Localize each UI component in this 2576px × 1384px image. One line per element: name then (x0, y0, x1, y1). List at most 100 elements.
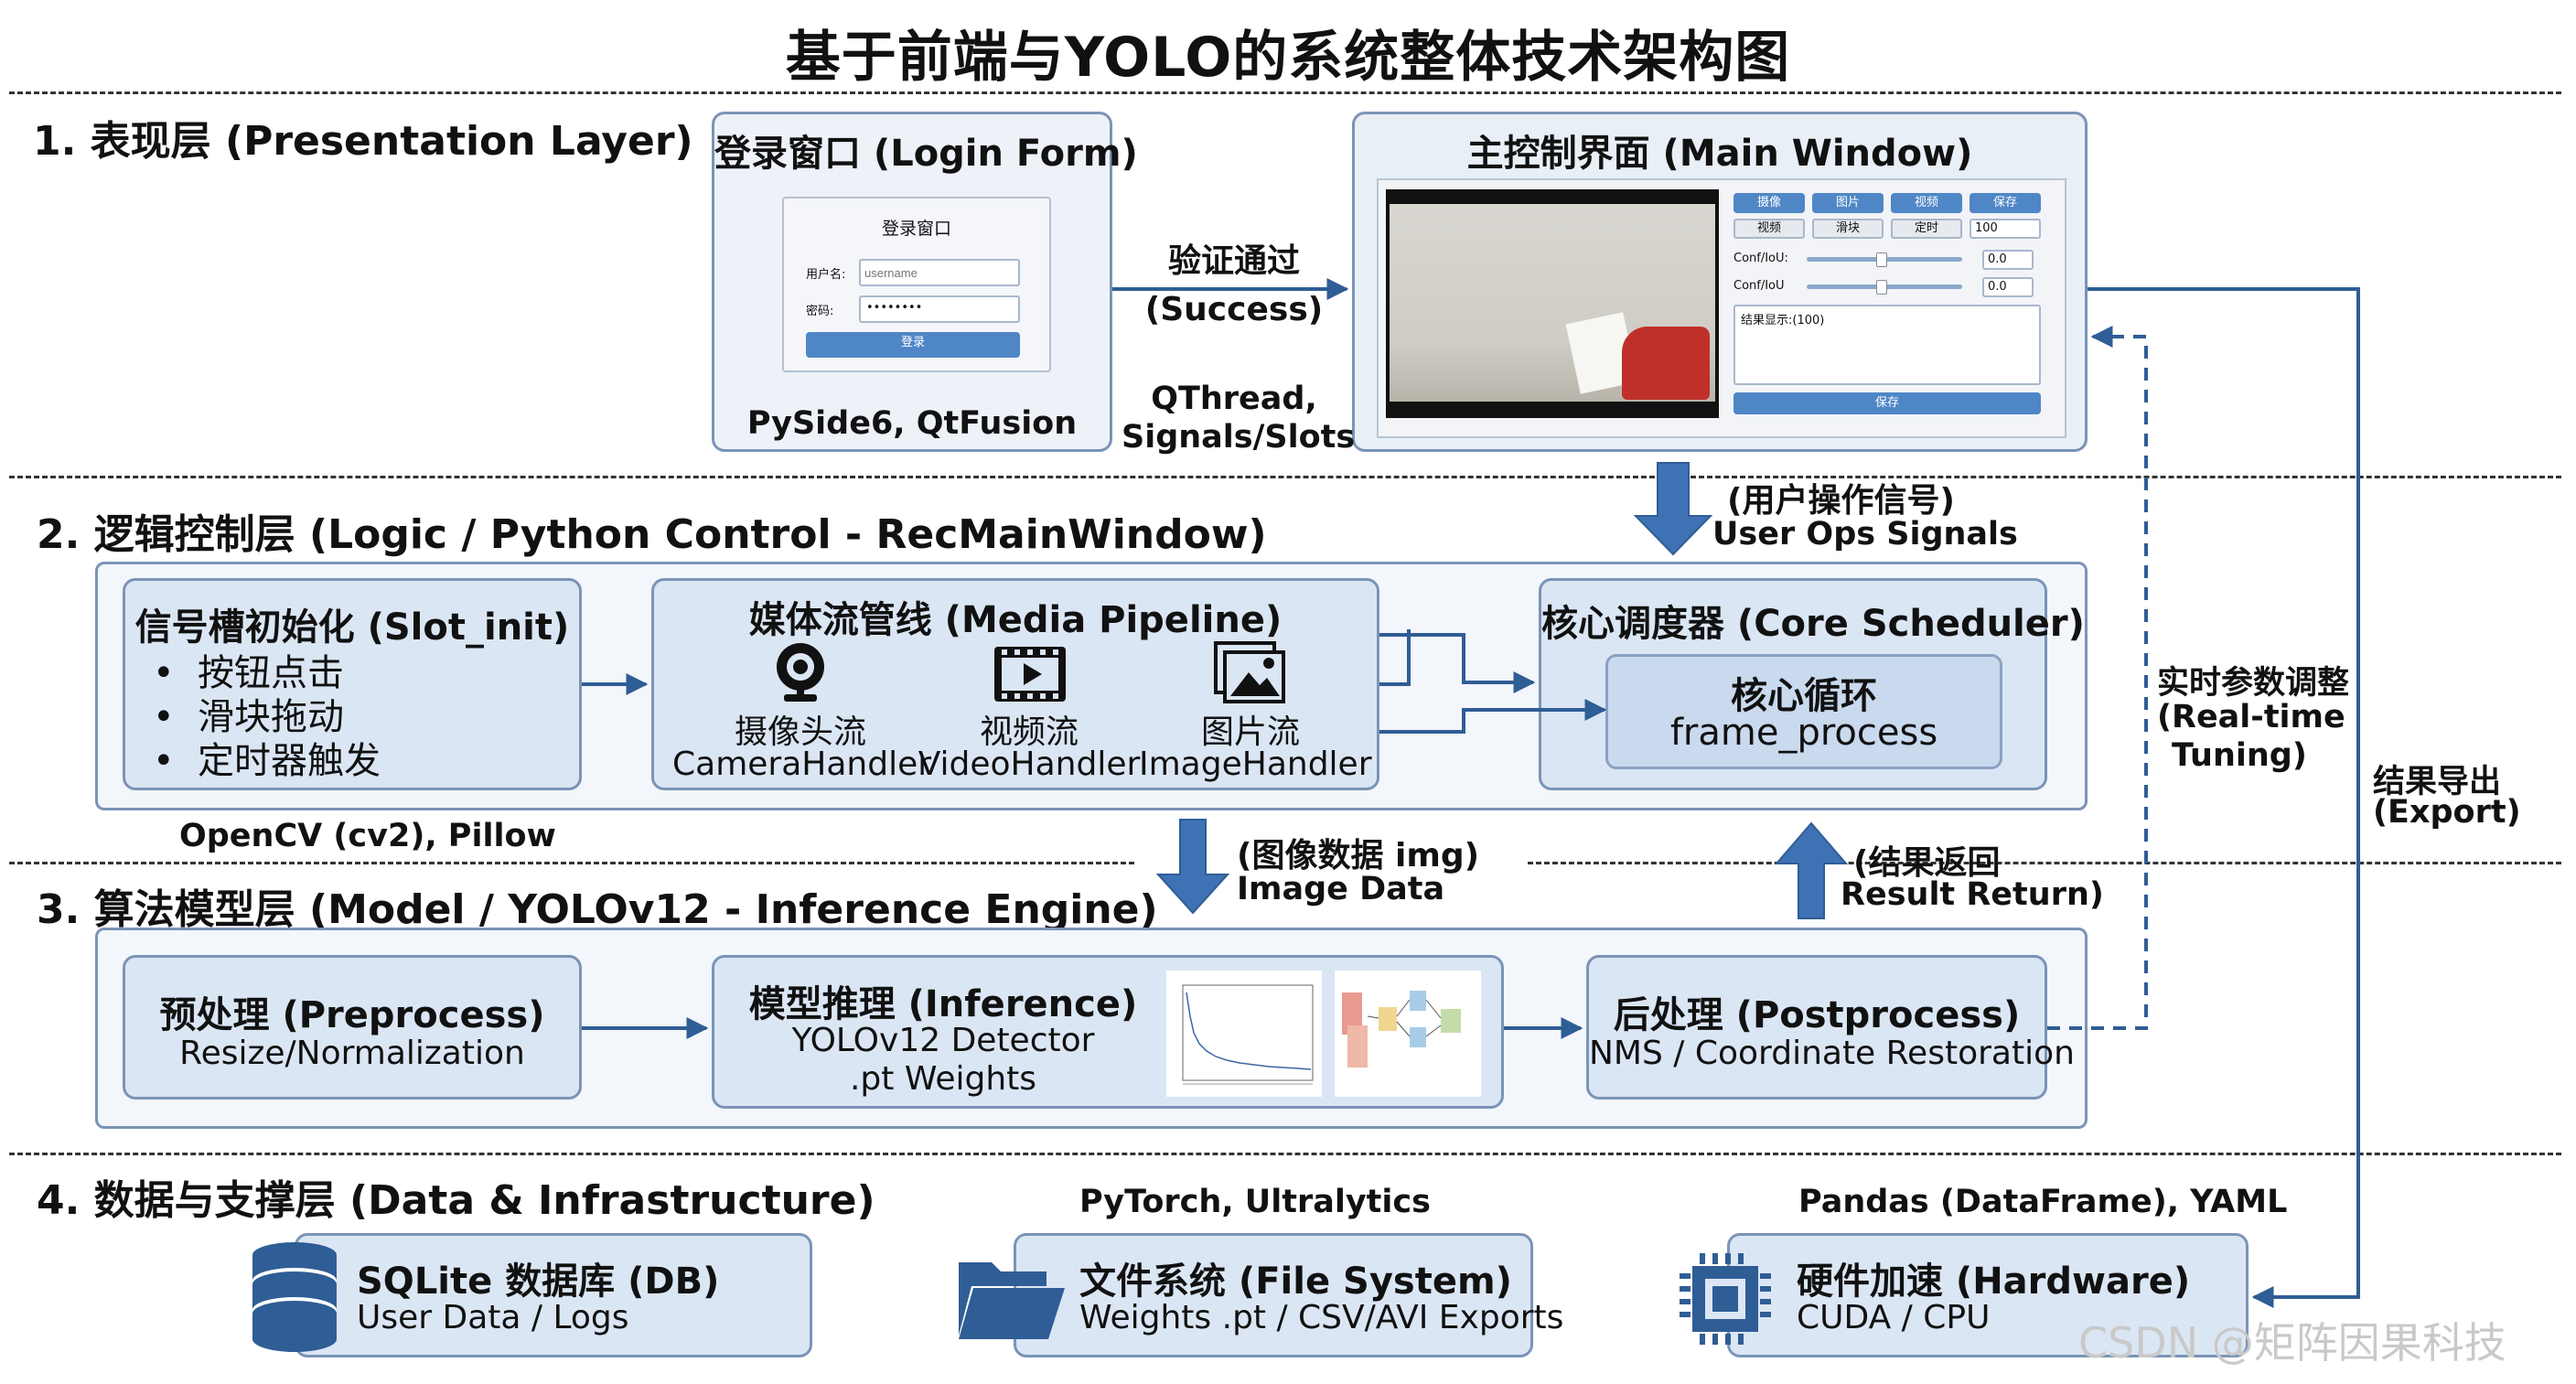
layer-title-logic: 2. 逻辑控制层 (Logic / Python Control - RecMa… (37, 511, 1267, 558)
mw-select[interactable]: 100 (1970, 219, 2041, 239)
slot-item-2-text: 滑块拖动 (198, 696, 345, 738)
main-window-panel: 主控制界面 (Main Window) 摄像 图片 视频 保存 视频 滑块 定时… (1352, 112, 2088, 452)
arrow-media-to-scheduler-3 (1379, 699, 1607, 734)
login-form-panel: 登录窗口 (Login Form) 登录窗口 用户名: 密码: ••••••••… (712, 112, 1138, 452)
edge-export-cn: 结果导出 (2373, 764, 2502, 800)
cpu-chip-icon (1680, 1253, 1771, 1345)
logic-tech-label: OpenCV (cv2), Pillow (179, 818, 556, 854)
mw-btn-7[interactable]: 定时 (1891, 219, 1962, 239)
mw-btn-3[interactable]: 视频 (1891, 193, 1962, 213)
edge-image-data-cn: (图像数据 img) (1237, 837, 1480, 874)
edge-result-cn: (结果返回 (1853, 844, 2001, 882)
separator-logic-model-left (9, 862, 1134, 864)
media-item-1-cn: 摄像头流 (734, 713, 866, 751)
video-display (1386, 189, 1719, 418)
edge-realtime-en2: Tuning) (2172, 737, 2307, 774)
mw-btn-6[interactable]: 滑块 (1812, 219, 1884, 239)
conf-label-1: Conf/IoU: (1733, 252, 1788, 265)
edge-user-ops-cn: (用户操作信号) (1727, 482, 1955, 520)
fs-sub: Weights .pt / CSV/AVI Exports (1079, 1299, 1564, 1336)
mw-btn-5[interactable]: 视频 (1733, 219, 1805, 239)
slot-item-1-text: 按钮点击 (198, 652, 345, 694)
diagram-title: 基于前端与YOLO的系统整体技术架构图 (785, 26, 1791, 90)
inference-sub-1: YOLOv12 Detector (791, 1022, 1095, 1059)
hardware-box (1727, 1233, 2249, 1357)
arrow-media-to-scheduler-2 (1379, 629, 1411, 686)
slot-item-1: • 按钮点击 (153, 652, 345, 694)
media-item-3-cn: 图片流 (1200, 713, 1300, 751)
edge-success-en: (Success) (1144, 291, 1324, 328)
folder-icon (959, 1262, 1065, 1339)
loss-curve-thumbnail (1166, 971, 1322, 1097)
conf-value-2[interactable]: 0.0 (1982, 277, 2034, 297)
separator-presentation-logic (9, 476, 2561, 478)
login-button[interactable]: 登录 (806, 332, 1020, 358)
media-item-3-en: ImageHandler (1139, 746, 1372, 783)
edge-result-en: Result Return) (1841, 876, 2104, 913)
core-scheduler-box: 核心调度器 (Core Scheduler) 核心循环 frame_proces… (1539, 578, 2085, 790)
core-loop-title: 核心循环 (1731, 675, 1877, 717)
edge-realtime-cn: 实时参数调整 (2157, 665, 2350, 702)
edge-image-data-en: Image Data (1237, 871, 1445, 907)
layer-title-presentation: 1. 表现层 (Presentation Layer) (33, 118, 693, 165)
video-frame-person (1622, 327, 1710, 400)
separator-model-data (9, 1153, 2561, 1155)
inference-box: 模型推理 (Inference) YOLOv12 Detector .pt We… (712, 955, 1504, 1109)
db-title: SQLite 数据库 (DB) (357, 1261, 720, 1303)
mw-btn-2[interactable]: 图片 (1812, 193, 1884, 213)
arrow-result-up (1774, 821, 1849, 919)
preprocess-box: 预处理 (Preprocess) Resize/Normalization (123, 955, 582, 1100)
conf-value-1[interactable]: 0.0 (1982, 250, 2034, 270)
media-pipeline-title: 媒体流管线 (Media Pipeline) (748, 599, 1283, 641)
slot-init-box: 信号槽初始化 (Slot_init) • 按钮点击 • 滑块拖动 • 定时器触发 (123, 578, 582, 790)
hw-tech-label: Pandas (DataFrame), YAML (1798, 1184, 2288, 1220)
login-tech-label: PySide6, QtFusion (746, 405, 1078, 442)
core-scheduler-title: 核心调度器 (Core Scheduler) (1541, 603, 2085, 645)
slot-item-2: • 滑块拖动 (153, 696, 345, 738)
image-icon (1214, 641, 1285, 703)
watermark: CSDN @矩阵因果科技 (2078, 1318, 2506, 1368)
core-loop-sub: frame_process (1669, 712, 1938, 754)
arrow-image-data-down (1155, 819, 1230, 915)
separator-top (9, 91, 2561, 94)
arrow-realtime-tuning (2047, 326, 2148, 1030)
edge-user-ops-en: User Ops Signals (1712, 516, 2018, 553)
login-inner-title: 登录窗口 (881, 219, 951, 239)
hw-sub: CUDA / CPU (1797, 1299, 1991, 1336)
edge-realtime-en1: (Real-time (2157, 699, 2345, 735)
mw-save-button[interactable]: 保存 (1733, 392, 2041, 414)
layer-title-model: 3. 算法模型层 (Model / YOLOv12 - Inference En… (37, 886, 1158, 933)
password-input[interactable]: •••••••• (859, 295, 1020, 323)
fs-title: 文件系统 (File System) (1079, 1261, 1512, 1303)
core-loop-box: 核心循环 frame_process (1605, 654, 2002, 769)
main-window-mock: 摄像 图片 视频 保存 视频 滑块 定时 100 Conf/IoU: 0.0 C… (1377, 178, 2066, 438)
conf-slider-1-handle[interactable] (1876, 252, 1887, 267)
inference-title: 模型推理 (Inference) (748, 983, 1138, 1025)
preprocess-title: 预处理 (Preprocess) (159, 994, 545, 1036)
main-window-title: 主控制界面 (Main Window) (1466, 133, 1973, 175)
media-item-2-en: VideoHandler (918, 746, 1141, 783)
arrow-export-to-hardware (2088, 287, 2360, 1308)
edge-export-en: (Export) (2373, 794, 2521, 831)
username-input[interactable] (859, 259, 1020, 286)
username-label: 用户名: (806, 268, 846, 282)
fs-tech-label: PyTorch, Ultralytics (1079, 1184, 1431, 1220)
conf-label-2: Conf/IoU (1733, 279, 1785, 293)
inference-sub-2: .pt Weights (849, 1060, 1037, 1098)
login-form-mock: 登录窗口 用户名: 密码: •••••••• 登录 (782, 197, 1051, 372)
login-form-title: 登录窗口 (Login Form) (714, 133, 1138, 175)
postprocess-box: 后处理 (Postprocess) NMS / Coordinate Resto… (1586, 955, 2075, 1100)
edge-qthread: QThread, (1151, 381, 1317, 417)
conf-slider-2-handle[interactable] (1876, 280, 1887, 295)
sqlite-db-box (295, 1233, 812, 1357)
postprocess-sub: NMS / Coordinate Restoration (1589, 1035, 2075, 1072)
media-item-2-cn: 视频流 (979, 713, 1079, 751)
media-pipeline-box: 媒体流管线 (Media Pipeline) 摄像头流 CameraHandle… (651, 578, 1379, 790)
video-icon (994, 647, 1066, 702)
slot-item-3-text: 定时器触发 (198, 740, 381, 782)
result-textarea[interactable]: 结果显示:(100) (1733, 305, 2041, 385)
mw-btn-4[interactable]: 保存 (1970, 193, 2041, 213)
mw-btn-1[interactable]: 摄像 (1733, 193, 1805, 213)
postprocess-title: 后处理 (Postprocess) (1613, 994, 2021, 1036)
